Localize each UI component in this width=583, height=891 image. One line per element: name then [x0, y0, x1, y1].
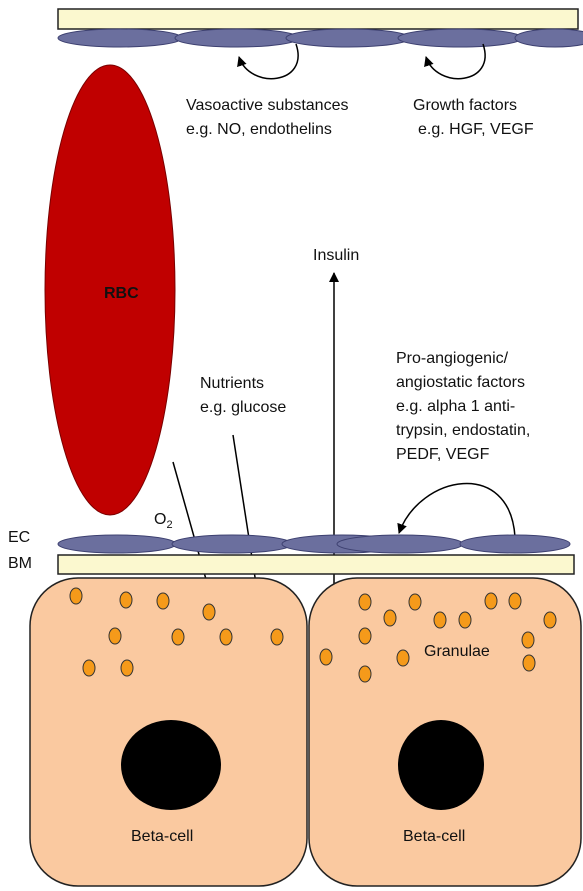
rbc-label: RBC	[104, 285, 139, 302]
beta-cell-nucleus	[121, 720, 221, 810]
angiogenic-label-line4: trypsin, endostatin,	[396, 422, 530, 439]
granule	[509, 593, 521, 609]
granule	[121, 660, 133, 676]
granule	[409, 594, 421, 610]
granule	[544, 612, 556, 628]
growth-factor-curved-arrow	[426, 44, 485, 79]
granule	[359, 628, 371, 644]
endothelial-cell	[58, 29, 182, 47]
endothelial-cell	[337, 535, 463, 553]
angiogenic-curved-arrow	[399, 484, 515, 537]
angiogenic-label-line5: PEDF, VEGF	[396, 446, 490, 463]
endothelial-cell	[286, 29, 410, 47]
beta-cell-left-label: Beta-cell	[131, 828, 193, 845]
beta-cell-nucleus	[398, 720, 484, 810]
growth-factors-label-line2: e.g. HGF, VEGF	[418, 121, 534, 138]
vasoactive-curved-arrow	[239, 44, 298, 79]
granule	[320, 649, 332, 665]
vasoactive-label-line1: Vasoactive substances	[186, 97, 348, 114]
beta-cell-right-label: Beta-cell	[403, 828, 465, 845]
oxygen-label: O2	[154, 511, 173, 531]
granule	[459, 612, 471, 628]
granulae-label: Granulae	[424, 643, 490, 660]
top-endothelial-layer	[58, 29, 583, 47]
endothelial-cell	[515, 29, 583, 47]
ec-label: EC	[8, 529, 30, 546]
granule	[220, 629, 232, 645]
granule	[397, 650, 409, 666]
bottom-basement-membrane	[58, 555, 574, 574]
endothelial-cell	[175, 29, 299, 47]
granule	[83, 660, 95, 676]
granule	[70, 588, 82, 604]
granule	[434, 612, 446, 628]
growth-factors-label-line1: Growth factors	[413, 97, 517, 114]
angiogenic-label-line3: e.g. alpha 1 anti-	[396, 398, 515, 415]
granule	[109, 628, 121, 644]
endothelial-cell	[172, 535, 292, 553]
vasoactive-label-line2: e.g. NO, endothelins	[186, 121, 332, 138]
insulin-label: Insulin	[313, 247, 359, 264]
granule	[359, 594, 371, 610]
bottom-endothelial-layer	[58, 535, 570, 553]
endothelial-cell	[58, 535, 176, 553]
granule	[172, 629, 184, 645]
granule	[271, 629, 283, 645]
granule	[203, 604, 215, 620]
endothelial-cell	[398, 29, 522, 47]
granule	[523, 655, 535, 671]
endothelial-cell	[460, 535, 570, 553]
granule	[120, 592, 132, 608]
granule	[522, 632, 534, 648]
bm-label: BM	[8, 555, 32, 572]
top-basement-membrane	[58, 9, 578, 29]
granule	[359, 666, 371, 682]
granule	[157, 593, 169, 609]
nutrients-label-line2: e.g. glucose	[200, 399, 286, 416]
nutrients-label-line1: Nutrients	[200, 375, 264, 392]
angiogenic-label-line2: angiostatic factors	[396, 374, 525, 391]
granule	[384, 610, 396, 626]
angiogenic-label-line1: Pro-angiogenic/	[396, 350, 509, 367]
granule	[485, 593, 497, 609]
